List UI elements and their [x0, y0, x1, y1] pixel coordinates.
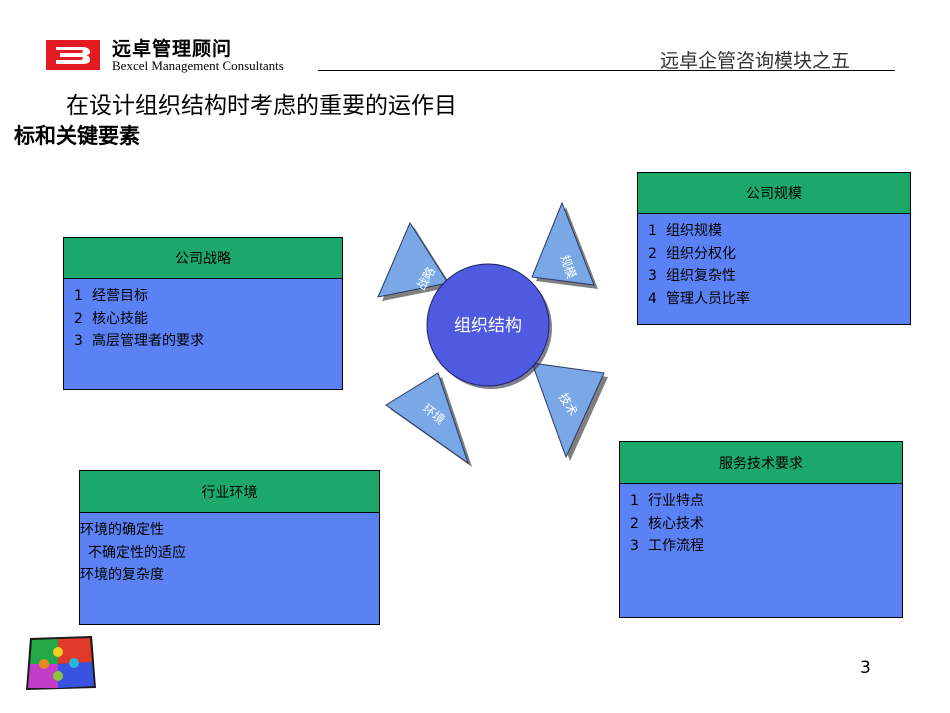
center-label: 组织结构 — [454, 316, 522, 336]
logo-chinese-name: 远卓管理顾问 — [112, 38, 233, 60]
header-divider — [318, 70, 895, 71]
logo-english-name: Bexcel Management Consultants — [112, 58, 284, 73]
list-item: 不确定性的适应 — [88, 544, 186, 561]
slide-title-line2: 标和关键要素 — [14, 123, 140, 148]
slide-title-line1: 在设计组织结构时考虑的重要的运作目 — [66, 93, 457, 119]
scale-box-header: 公司规模 — [638, 173, 910, 214]
strategy-box-header: 公司战略 — [64, 238, 342, 279]
environment-box-body: 环境的确定性 不确定性的适应 环境的复杂度 — [80, 513, 379, 593]
petal-environment — [385, 372, 469, 465]
structure-diagram: 战略 规模 技术 环境 组织结构 — [377, 201, 608, 467]
page-number: 3 — [860, 658, 871, 678]
technology-box-header: 服务技术要求 — [620, 442, 902, 484]
environment-box: 行业环境 环境的确定性 不确定性的适应 环境的复杂度 — [79, 470, 380, 625]
list-item: 环境的确定性 — [80, 522, 164, 538]
center-circle — [426, 263, 550, 387]
module-title: 远卓企管咨询模块之五 — [660, 50, 851, 72]
environment-box-header: 行业环境 — [80, 471, 379, 513]
logo-icon — [46, 40, 100, 70]
petal-scale — [531, 201, 595, 286]
petal-strategy — [377, 221, 449, 298]
puzzle-icon — [26, 636, 96, 690]
list-item: 环境的复杂度 — [80, 567, 164, 583]
petal-technology — [531, 362, 605, 459]
